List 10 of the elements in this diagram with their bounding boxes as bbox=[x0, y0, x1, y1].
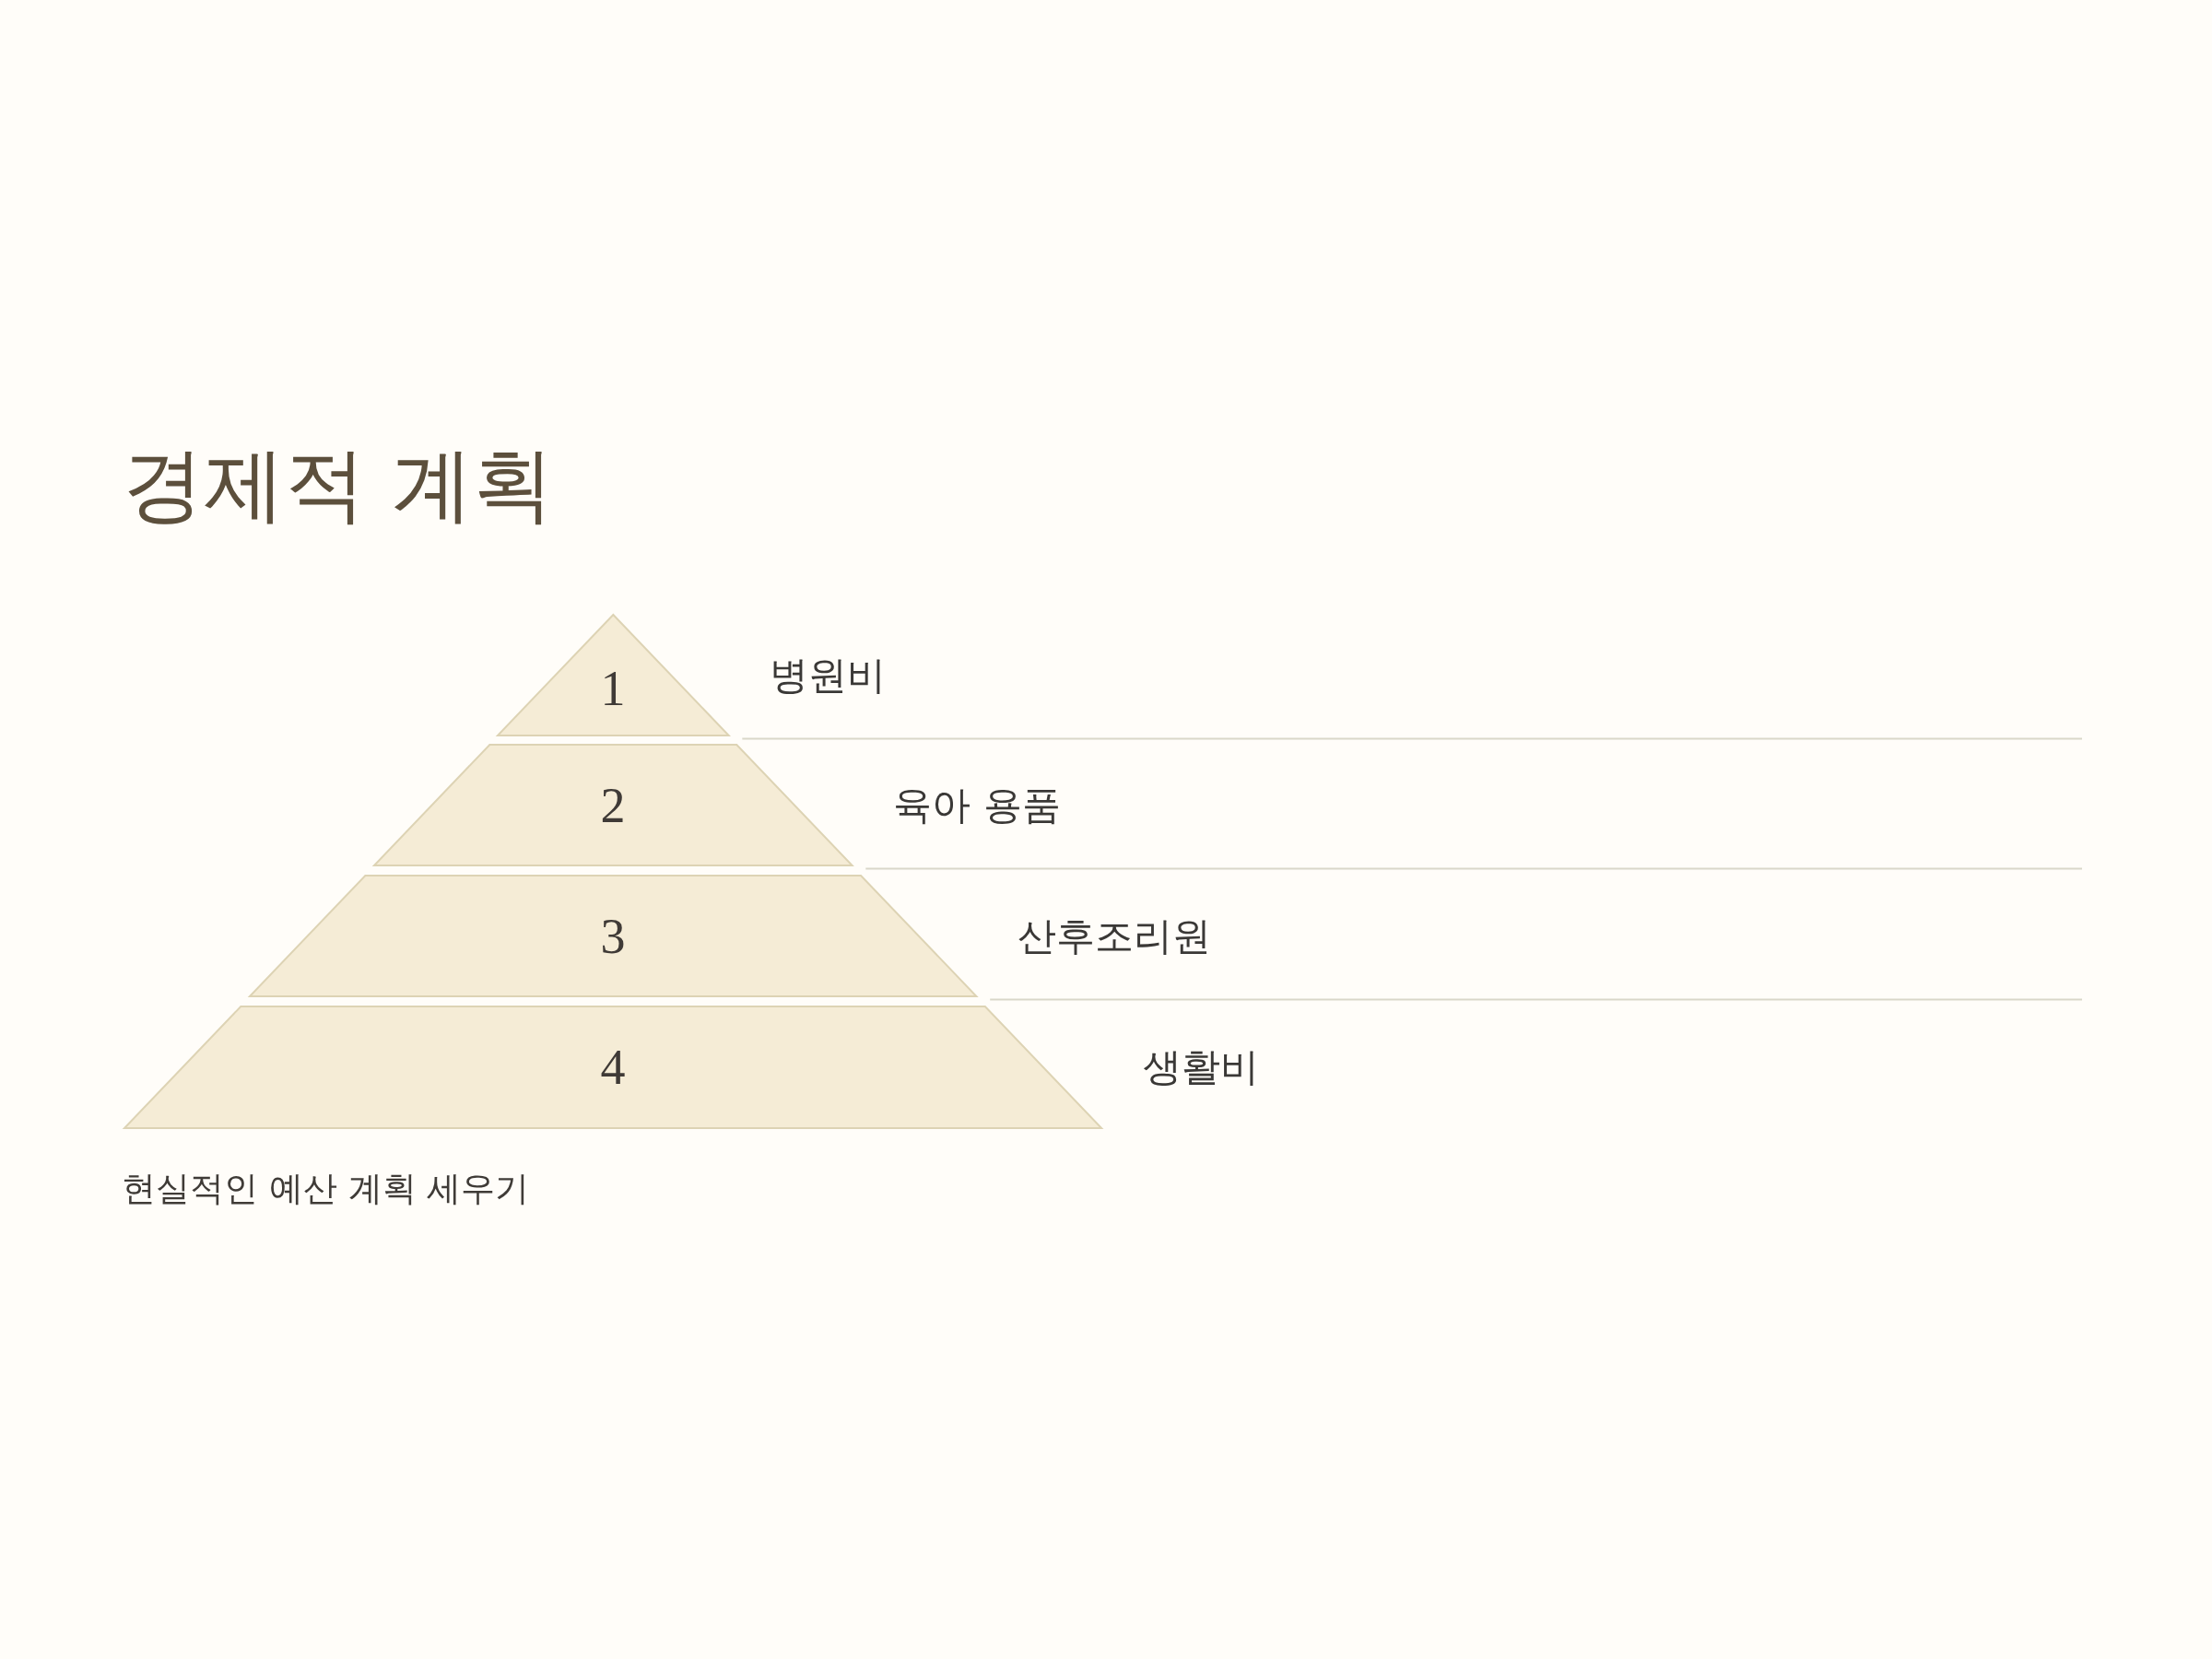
tier-label: 육아 용품 bbox=[893, 783, 1061, 827]
caption: 현실적인 예산 계획 세우기 bbox=[122, 1171, 530, 1208]
tier-label: 생활비 bbox=[1143, 1045, 1260, 1089]
tier-number: 1 bbox=[600, 664, 626, 714]
tier-label: 병원비 bbox=[770, 653, 887, 697]
title: 경제적 계획 bbox=[123, 441, 554, 530]
tier-number: 4 bbox=[600, 1042, 626, 1092]
tier-number: 3 bbox=[600, 911, 626, 961]
tier-number: 2 bbox=[600, 780, 626, 830]
tier-label: 산후조리원 bbox=[1018, 914, 1212, 958]
